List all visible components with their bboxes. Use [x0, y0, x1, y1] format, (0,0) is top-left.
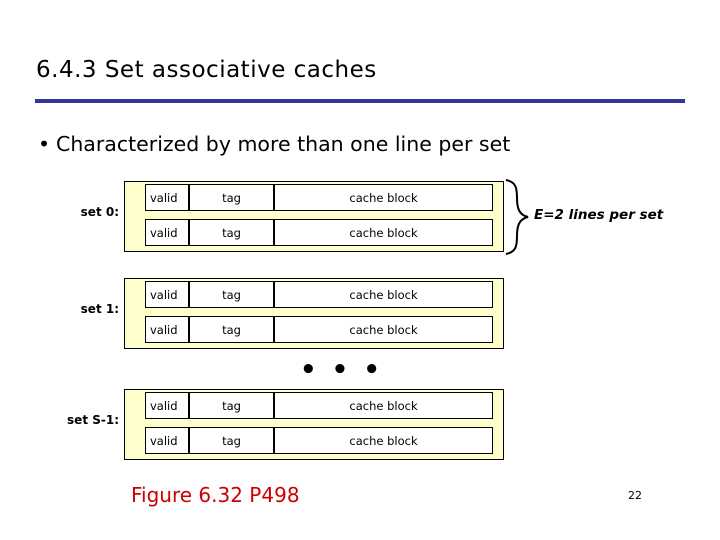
cache-block-cell: cache block [274, 219, 493, 246]
page-number: 22 [628, 489, 642, 502]
figure-caption: Figure 6.32 P498 [131, 483, 300, 507]
bullet-line: •Characterized by more than one line per… [38, 132, 510, 156]
set-label-0: set 0: [80, 205, 119, 219]
valid-cell: valid [145, 219, 189, 246]
cache-block-cell: cache block [274, 281, 493, 308]
tag-cell: tag [189, 184, 274, 211]
set-label-1: set 1: [80, 302, 119, 316]
tag-cell: tag [189, 392, 274, 419]
title-divider [35, 99, 685, 103]
cache-line-1-1: valid tag cache block [145, 316, 493, 343]
valid-cell: valid [145, 427, 189, 454]
valid-cell: valid [145, 392, 189, 419]
cache-line-s1-0: valid tag cache block [145, 392, 493, 419]
cache-line-0-0: valid tag cache block [145, 184, 493, 211]
valid-cell: valid [145, 316, 189, 343]
set-size-brace [505, 179, 529, 255]
cache-line-1-0: valid tag cache block [145, 281, 493, 308]
bullet-text: Characterized by more than one line per … [56, 132, 511, 156]
cache-block-cell: cache block [274, 184, 493, 211]
cache-block-cell: cache block [274, 392, 493, 419]
valid-cell: valid [145, 184, 189, 211]
page-title: 6.4.3 Set associative caches [36, 57, 377, 83]
tag-cell: tag [189, 427, 274, 454]
cache-line-0-1: valid tag cache block [145, 219, 493, 246]
tag-cell: tag [189, 219, 274, 246]
set-ellipsis: • • • [300, 355, 383, 385]
bullet-marker: • [38, 132, 51, 156]
cache-block-cell: cache block [274, 427, 493, 454]
cache-block-cell: cache block [274, 316, 493, 343]
tag-cell: tag [189, 281, 274, 308]
cache-line-s1-1: valid tag cache block [145, 427, 493, 454]
lines-per-set-label: E=2 lines per set [534, 207, 664, 223]
tag-cell: tag [189, 316, 274, 343]
valid-cell: valid [145, 281, 189, 308]
set-label-s1: set S-1: [67, 413, 119, 427]
